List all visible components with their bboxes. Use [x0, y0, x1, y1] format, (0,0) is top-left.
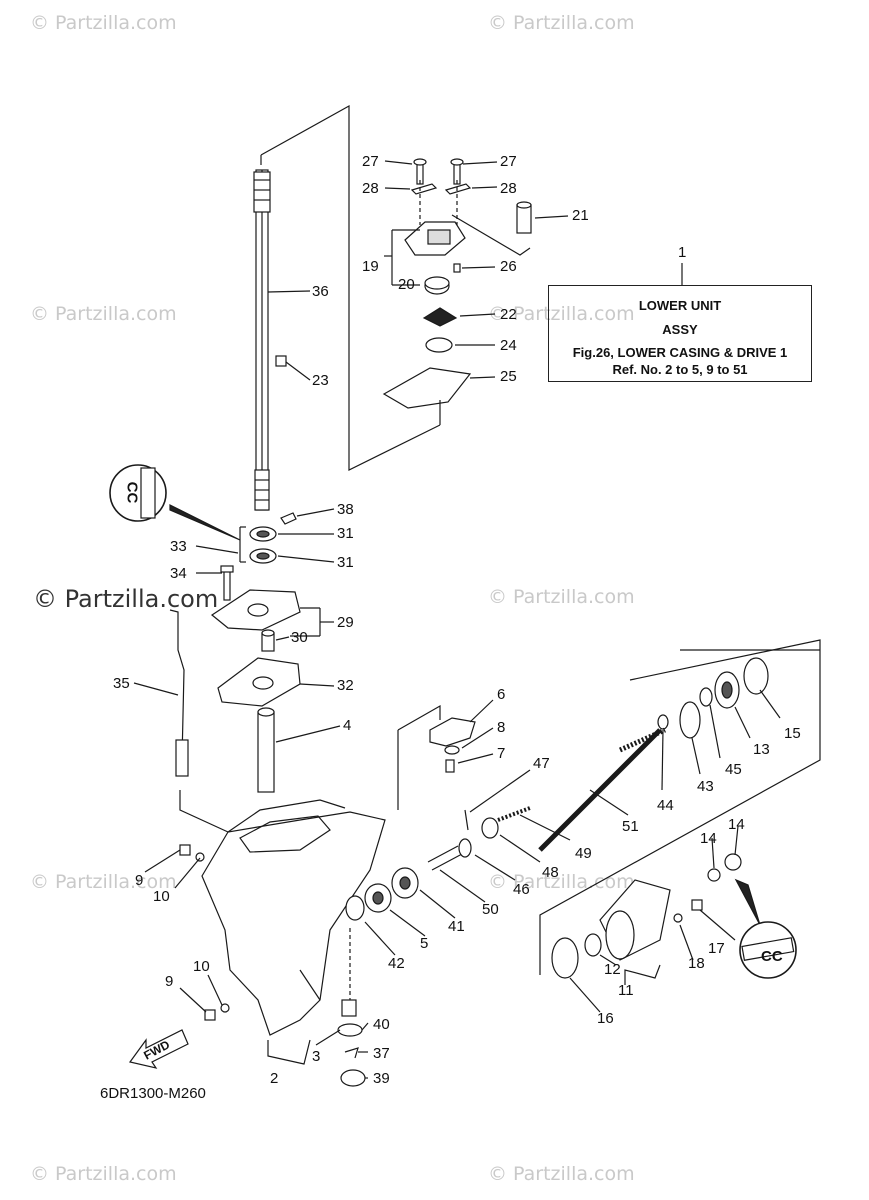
info-ref-range: Ref. No. 2 to 5, 9 to 51 — [612, 362, 748, 377]
callout: 31 — [337, 554, 354, 571]
callout: 3 — [312, 1048, 321, 1065]
watermark: © Partzilla.com — [30, 12, 177, 34]
watermark: © Partzilla.com — [30, 303, 177, 325]
callout: 9 — [165, 973, 174, 990]
callout: 26 — [500, 258, 517, 275]
callout: 44 — [657, 797, 674, 814]
callout: 46 — [513, 881, 530, 898]
info-figure-ref: Fig.26, LOWER CASING & DRIVE 1 — [572, 345, 788, 360]
callout: 32 — [337, 677, 354, 694]
callout: 45 — [725, 761, 742, 778]
sealant-label: CC — [123, 481, 141, 504]
watermark: © Partzilla.com — [488, 12, 635, 34]
watermark: © Partzilla.com — [30, 1163, 177, 1185]
callout: 11 — [618, 982, 634, 999]
callout: 17 — [708, 940, 725, 957]
watermark: © Partzilla.com — [488, 871, 635, 893]
watermark: © Partzilla.com — [30, 871, 177, 893]
callout: 15 — [784, 725, 801, 742]
callout: 22 — [500, 306, 517, 323]
callout: 27 — [500, 153, 517, 170]
callout: 28 — [500, 180, 517, 197]
callout: 20 — [398, 276, 415, 293]
diagram-code: 6DR1300-M260 — [100, 1085, 206, 1102]
callout: 13 — [753, 741, 770, 758]
callout: 40 — [373, 1016, 390, 1033]
callout: 43 — [697, 778, 714, 795]
callout: 16 — [597, 1010, 614, 1027]
watermark: © Partzilla.com — [488, 1163, 635, 1185]
watermark: © Partzilla.com — [488, 303, 635, 325]
callout: 2 — [270, 1070, 279, 1087]
callout: 37 — [373, 1045, 390, 1062]
callout: 35 — [113, 675, 130, 692]
callout: 14 — [700, 830, 717, 847]
callout: 10 — [153, 888, 170, 905]
callout: 10 — [193, 958, 210, 975]
callout: 47 — [533, 755, 550, 772]
callout: 28 — [362, 180, 379, 197]
callout-1: 1 — [678, 244, 687, 261]
info-title: LOWER UNIT — [638, 298, 722, 313]
callout: 34 — [170, 565, 187, 582]
callout: 36 — [312, 283, 329, 300]
callout: 9 — [135, 872, 144, 889]
assembly-info-box: LOWER UNIT ASSY Fig.26, LOWER CASING & D… — [548, 285, 812, 382]
callout: 6 — [497, 686, 506, 703]
callout: 30 — [291, 629, 308, 646]
watermark: © Partzilla.com — [488, 586, 635, 608]
watermark-bold: © Partzilla.com — [33, 585, 219, 613]
callout: 14 — [728, 816, 745, 833]
callout: 39 — [373, 1070, 390, 1087]
callout: 31 — [337, 525, 354, 542]
callout: 12 — [604, 961, 621, 978]
callout: 50 — [482, 901, 499, 918]
callout: 48 — [542, 864, 559, 881]
callout: 5 — [420, 935, 429, 952]
callout: 49 — [575, 845, 592, 862]
callout: 33 — [170, 538, 187, 555]
callout: 24 — [500, 337, 517, 354]
callout: 23 — [312, 372, 329, 389]
callout: 51 — [622, 818, 639, 835]
callout: 29 — [337, 614, 354, 631]
callout: 27 — [362, 153, 379, 170]
callout: 19 — [362, 258, 379, 275]
callout: 25 — [500, 368, 517, 385]
callout: 42 — [388, 955, 405, 972]
callout: 21 — [572, 207, 589, 224]
callout: 7 — [497, 745, 506, 762]
sealant-label: CC — [761, 948, 783, 965]
callout: 38 — [337, 501, 354, 518]
callout: 18 — [688, 955, 705, 972]
callout: 4 — [343, 717, 352, 734]
callout: 8 — [497, 719, 506, 736]
info-subtitle: ASSY — [662, 322, 698, 337]
callout: 41 — [448, 918, 465, 935]
